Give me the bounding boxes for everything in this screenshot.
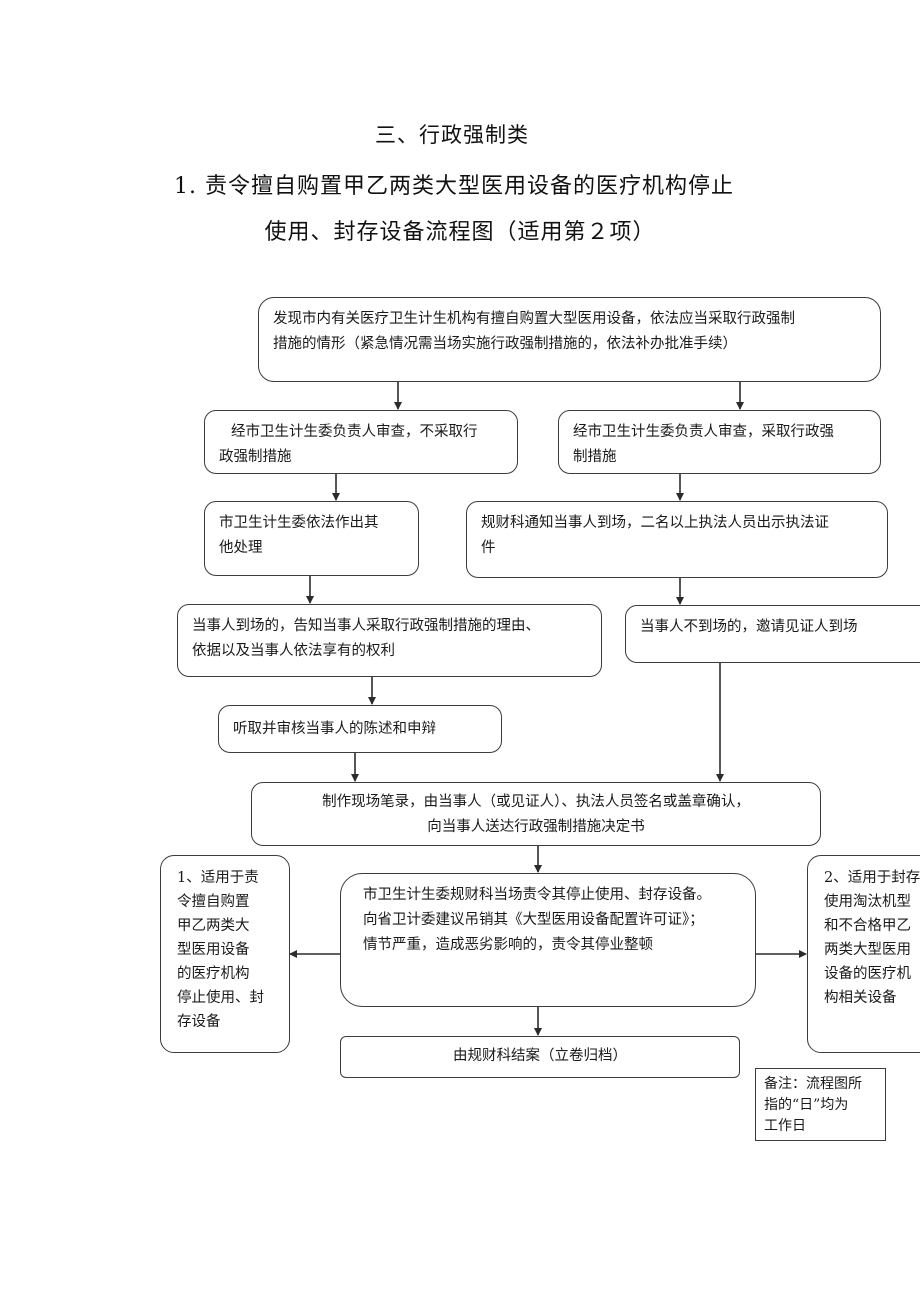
- node-text: 2、适用于封存: [824, 870, 920, 886]
- node-text: 经市卫生计生委负责人审查，不采取行: [231, 424, 478, 440]
- note-text: 备注：流程图所: [764, 1076, 862, 1092]
- node-text: 政强制措施: [219, 449, 292, 465]
- node-text: 令擅自购置: [177, 894, 250, 910]
- node-record: 制作现场笔录，由当事人（或见证人）、执法人员签名或盖章确认， 向当事人送达行政强…: [251, 782, 821, 846]
- node-text: 件: [481, 540, 496, 556]
- node-text: 型医用设备: [177, 942, 250, 958]
- node-text: 他处理: [219, 540, 263, 556]
- node-text: 向省卫计委建议吊销其《大型医用设备配置许可证》；: [363, 912, 704, 928]
- node-right-scope: 2、适用于封存 使用淘汰机型 和不合格甲乙 两类大型医用 设备的医疗机 构相关设…: [807, 855, 920, 1053]
- node-close: 由规财科结案（立卷归档）: [340, 1036, 740, 1078]
- chart-title-line-1: 1. 责令擅自购置甲乙两类大型医用设备的医疗机构停止: [174, 174, 734, 199]
- node-text: 甲乙两类大: [177, 918, 250, 934]
- node-text: 当事人不到场的，邀请见证人到场: [640, 619, 858, 635]
- section-title: 三、行政强制类: [375, 123, 529, 147]
- node-text: 措施的情形（紧急情况需当场实施行政强制措施的，依法补办批准手续）: [273, 336, 737, 352]
- node-text: 当事人到场的，告知当事人采取行政强制措施的理由、: [192, 618, 540, 634]
- node-no-measure: 经市卫生计生委负责人审查，不采取行 政强制措施: [204, 410, 518, 474]
- node-text: 市卫生计生委规财科当场责令其停止使用、封存设备。: [363, 887, 711, 903]
- node-text: 停止使用、封: [177, 990, 264, 1006]
- node-other-handling: 市卫生计生委依法作出其 他处理: [204, 501, 419, 576]
- node-notify: 规财科通知当事人到场，二名以上执法人员出示执法证 件: [466, 501, 888, 578]
- note-text: 指的“日”均为: [764, 1097, 849, 1113]
- node-text: 发现市内有关医疗卫生计生机构有擅自购置大型医用设备，依法应当采取行政强制: [273, 311, 795, 327]
- node-text: 经市卫生计生委负责人审查，采取行政强: [573, 424, 834, 440]
- note-text: 工作日: [764, 1118, 806, 1134]
- node-absent: 当事人不到场的，邀请见证人到场: [625, 605, 920, 663]
- node-text: 向当事人送达行政强制措施决定书: [427, 819, 645, 835]
- node-take-measure: 经市卫生计生委负责人审查，采取行政强 制措施: [558, 410, 881, 474]
- node-text: 1、适用于责: [177, 870, 259, 886]
- node-order: 市卫生计生委规财科当场责令其停止使用、封存设备。 向省卫计委建议吊销其《大型医用…: [340, 873, 756, 1007]
- node-text: 情节严重，造成恶劣影响的，责令其停业整顿: [363, 937, 653, 953]
- node-text: 市卫生计生委依法作出其: [219, 515, 379, 531]
- node-left-scope: 1、适用于责 令擅自购置 甲乙两类大 型医用设备 的医疗机构 停止使用、封 存设…: [160, 855, 290, 1053]
- node-text: 和不合格甲乙: [824, 918, 911, 934]
- node-text: 听取并审核当事人的陈述和申辩: [233, 721, 436, 737]
- node-discover: 发现市内有关医疗卫生计生机构有擅自购置大型医用设备，依法应当采取行政强制 措施的…: [258, 297, 881, 382]
- node-text: 设备的医疗机: [824, 966, 911, 982]
- node-text: 依据以及当事人依法享有的权利: [192, 643, 395, 659]
- node-text: 由规财科结案（立卷归档）: [453, 1048, 627, 1064]
- node-hear: 听取并审核当事人的陈述和申辩: [218, 705, 502, 753]
- node-text: 两类大型医用: [824, 942, 911, 958]
- chart-title-line-2: 使用、封存设备流程图（适用第２项）: [264, 220, 656, 245]
- node-text: 使用淘汰机型: [824, 894, 911, 910]
- node-text: 制措施: [573, 449, 617, 465]
- node-text: 制作现场笔录，由当事人（或见证人）、执法人员签名或盖章确认，: [322, 794, 750, 810]
- node-text: 构相关设备: [824, 990, 897, 1006]
- node-present: 当事人到场的，告知当事人采取行政强制措施的理由、 依据以及当事人依法享有的权利: [177, 604, 602, 677]
- note-box: 备注：流程图所 指的“日”均为 工作日: [755, 1068, 886, 1141]
- node-text: 规财科通知当事人到场，二名以上执法人员出示执法证: [481, 515, 829, 531]
- node-text: 的医疗机构: [177, 966, 250, 982]
- node-text: 存设备: [177, 1014, 221, 1030]
